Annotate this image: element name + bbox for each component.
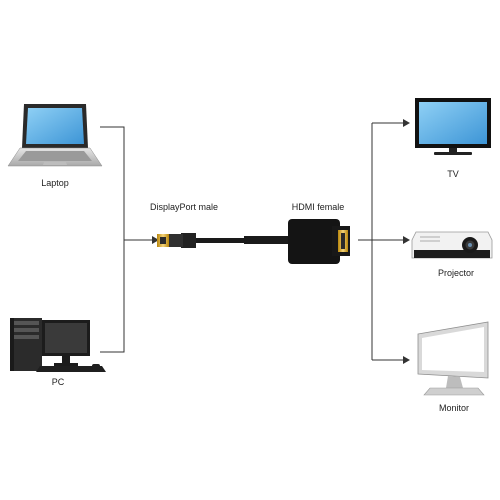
arrow-tv <box>403 119 410 127</box>
pc-label: PC <box>51 377 65 387</box>
hdmi-adapter-icon <box>244 219 350 264</box>
tv-label: TV <box>447 169 459 179</box>
tv-icon <box>415 98 491 155</box>
projector-label: Projector <box>437 268 475 278</box>
monitor-label: Monitor <box>438 403 470 413</box>
arrow-dp <box>152 236 159 244</box>
arrowheads <box>152 119 410 364</box>
desktop-pc-icon <box>10 318 106 372</box>
arrow-projector <box>403 236 410 244</box>
laptop-label: Laptop <box>41 178 69 188</box>
laptop-icon <box>7 104 103 167</box>
displayport-label: DisplayPort male <box>149 202 219 212</box>
line-pc <box>100 240 125 353</box>
dp-cable <box>194 238 248 243</box>
monitor-icon <box>417 321 489 396</box>
arrow-monitor <box>403 356 410 364</box>
projector-icon <box>411 231 493 259</box>
displayport-plug-icon <box>157 233 248 248</box>
connector-lines <box>100 122 403 361</box>
hdmi-label: HDMI female <box>291 202 345 212</box>
line-laptop <box>100 126 125 240</box>
